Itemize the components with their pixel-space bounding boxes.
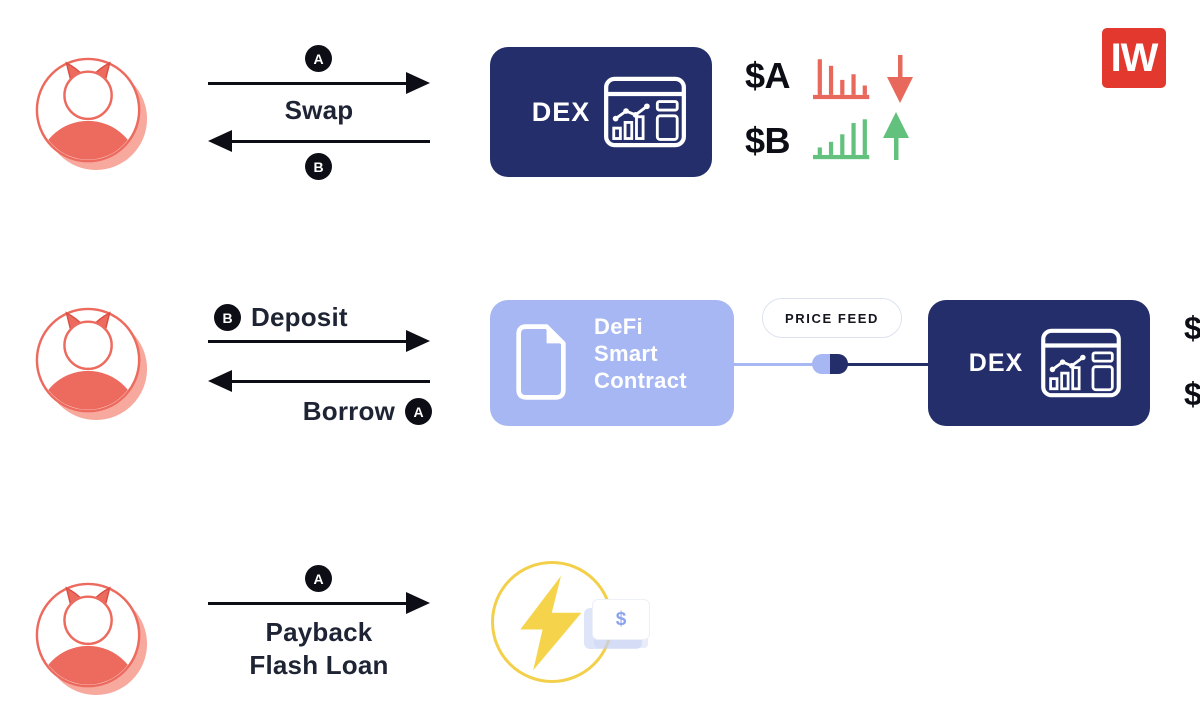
- price-feed-pill: PRICE FEED: [762, 298, 902, 338]
- arrow-shaft: [208, 81, 406, 85]
- payback-label-line1: Payback: [265, 617, 373, 647]
- rising-bars-icon: [813, 119, 870, 160]
- deposit-label: Deposit: [251, 302, 348, 332]
- arrow-shaft: [232, 379, 430, 383]
- attacker-avatar: [35, 307, 148, 421]
- borrow-arrow-left: [208, 370, 430, 392]
- arrow-head-left-icon: [208, 130, 232, 152]
- payback-arrow-right: [208, 592, 430, 614]
- document-icon: [516, 324, 566, 400]
- step-badge-a: A: [305, 565, 332, 592]
- dex-label: DEX: [531, 96, 591, 127]
- price-feed-wire-light: [734, 363, 826, 366]
- price-feed-label: PRICE FEED: [784, 310, 879, 326]
- step-badge-b-label: B: [222, 309, 233, 326]
- arrow-head-right-icon: [406, 592, 430, 614]
- swap-label: Swap: [284, 95, 354, 125]
- lightning-icon: [520, 575, 582, 671]
- attacker-avatar: [35, 57, 148, 171]
- borrow-label: Borrow: [302, 396, 395, 426]
- contract-label: DeFi Smart Contract: [594, 313, 687, 394]
- price-down-arrow-icon: [887, 55, 913, 103]
- deposit-step: B Deposit: [214, 302, 348, 333]
- price-feed-connector-icon: [812, 354, 848, 374]
- step-badge-b: B: [305, 153, 332, 180]
- price-up-arrow-icon: [883, 112, 909, 160]
- dex-label: DEX: [968, 348, 1024, 377]
- declining-bars-icon: [813, 59, 870, 100]
- payback-label: Payback Flash Loan: [188, 616, 450, 682]
- token-a-symbol: $A: [745, 55, 791, 96]
- swap-arrow-left: [208, 130, 430, 152]
- step-badge-a: A: [405, 398, 432, 425]
- arrow-shaft: [208, 601, 406, 605]
- attacker-avatar: [35, 582, 148, 696]
- iw-logo-text: IW: [1110, 35, 1159, 80]
- arrow-head-right-icon: [406, 330, 430, 352]
- payback-label-line2: Flash Loan: [249, 650, 389, 680]
- borrow-step: Borrow A: [208, 396, 432, 427]
- dex-box-2: DEX: [928, 300, 1150, 426]
- contract-label-line1: DeFi: [594, 314, 643, 339]
- step-badge-a-label: A: [313, 50, 324, 67]
- price-feed-wire-dark: [826, 363, 928, 366]
- browser-chart-icon: [1041, 328, 1121, 398]
- edge-dollar-a: $: [1184, 310, 1200, 346]
- step-badge-a: A: [305, 45, 332, 72]
- swap-arrow-right: [208, 72, 430, 94]
- deposit-arrow-right: [208, 330, 430, 352]
- iw-logo: IW: [1102, 28, 1166, 88]
- token-b-symbol: $B: [745, 120, 791, 161]
- edge-dollar-b: $: [1184, 376, 1200, 412]
- arrow-shaft: [208, 339, 406, 343]
- arrow-shaft: [232, 139, 430, 143]
- arrow-head-left-icon: [208, 370, 232, 392]
- dex-box: DEX: [490, 47, 712, 177]
- money-card: $: [592, 599, 650, 640]
- defi-smart-contract-box: DeFi Smart Contract: [490, 300, 734, 426]
- contract-label-line3: Contract: [594, 368, 687, 393]
- step-badge-a-label: A: [313, 570, 324, 587]
- contract-label-line2: Smart: [594, 341, 658, 366]
- money-card-dollar: $: [615, 608, 627, 630]
- step-badge-b: B: [214, 304, 241, 331]
- arrow-head-right-icon: [406, 72, 430, 94]
- browser-chart-icon: [604, 76, 686, 148]
- step-badge-b-label: B: [313, 158, 324, 175]
- step-badge-a-label: A: [413, 403, 424, 420]
